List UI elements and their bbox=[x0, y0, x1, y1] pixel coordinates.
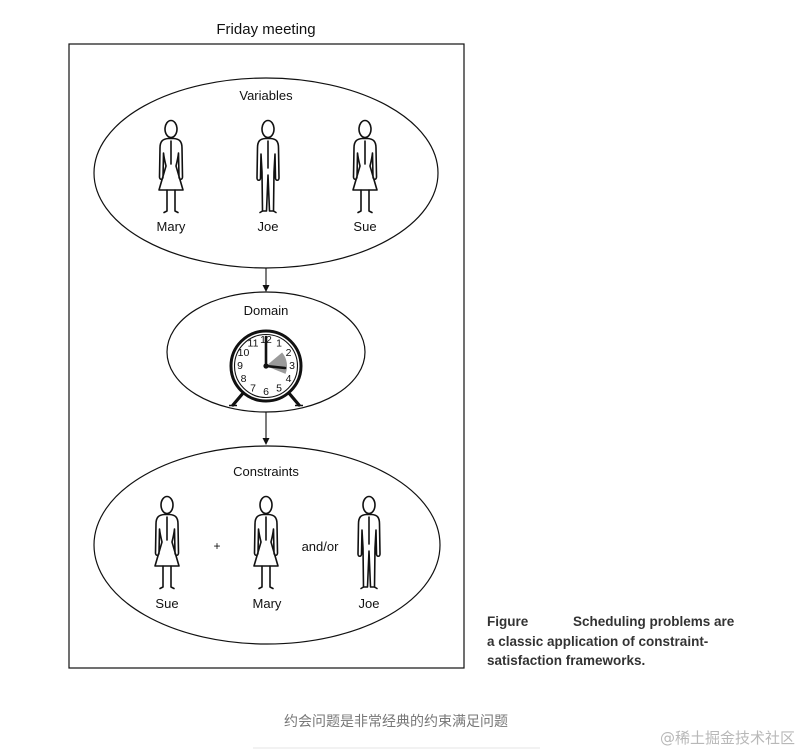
female-figure-icon bbox=[154, 495, 180, 590]
clock-number: 3 bbox=[289, 360, 295, 372]
clock-number: 6 bbox=[263, 386, 269, 398]
variables-label: Variables bbox=[239, 88, 293, 103]
female-figure-icon bbox=[352, 119, 378, 214]
clock-number: 8 bbox=[241, 373, 247, 385]
figure-label: Figure bbox=[487, 614, 529, 629]
domain-group: Domain 12 1 2 3 4 5 6 7 bbox=[166, 291, 366, 413]
person-name: Sue bbox=[155, 596, 178, 611]
outer-frame bbox=[68, 43, 465, 669]
operator-plus: + bbox=[213, 539, 220, 553]
variables-group: Variables Mary Joe Sue bbox=[93, 77, 439, 269]
caption-line: Scheduling problems are bbox=[573, 614, 735, 629]
clock-center bbox=[263, 363, 269, 369]
caption-line: a classic application of constraint- bbox=[487, 634, 708, 649]
clock-number: 1 bbox=[276, 338, 282, 350]
clock-number: 7 bbox=[250, 383, 256, 395]
constraints-ellipse bbox=[93, 445, 441, 645]
person-name: Sue bbox=[353, 219, 376, 234]
watermark: @稀土掘金技术社区 bbox=[660, 729, 795, 747]
alarm-clock-icon: 12 1 2 3 4 5 6 7 8 9 10 11 bbox=[229, 329, 303, 407]
image-note: 约会问题是非常经典的约束满足问题 bbox=[284, 714, 508, 730]
clock-number: 10 bbox=[238, 347, 250, 359]
diagram-title: Friday meeting bbox=[216, 21, 315, 38]
clock-number: 5 bbox=[276, 383, 282, 395]
female-figure-icon bbox=[253, 495, 279, 590]
female-figure-icon bbox=[158, 119, 184, 214]
male-figure-icon bbox=[256, 119, 280, 214]
person-name: Joe bbox=[359, 596, 380, 611]
clock-number: 9 bbox=[237, 360, 243, 372]
male-figure-icon bbox=[357, 495, 381, 590]
constraints-group: Constraints + and/or Sue Mary Joe bbox=[93, 445, 441, 645]
constraints-label: Constraints bbox=[233, 464, 299, 479]
domain-label: Domain bbox=[244, 303, 289, 318]
clock-hour-hand bbox=[264, 364, 287, 370]
arrow-domain-to-constraints bbox=[262, 412, 270, 445]
clock-number: 2 bbox=[286, 347, 292, 359]
arrow-variables-to-domain bbox=[262, 268, 270, 292]
operator-and-or: and/or bbox=[302, 539, 340, 554]
clock-number: 11 bbox=[248, 338, 259, 350]
clock-number: 4 bbox=[286, 373, 292, 385]
person-name: Mary bbox=[157, 219, 186, 234]
figure-caption: Figure Scheduling problems are a classic… bbox=[487, 614, 735, 668]
caption-line: satisfaction frameworks. bbox=[487, 653, 645, 668]
person-name: Joe bbox=[258, 219, 279, 234]
person-name: Mary bbox=[253, 596, 282, 611]
